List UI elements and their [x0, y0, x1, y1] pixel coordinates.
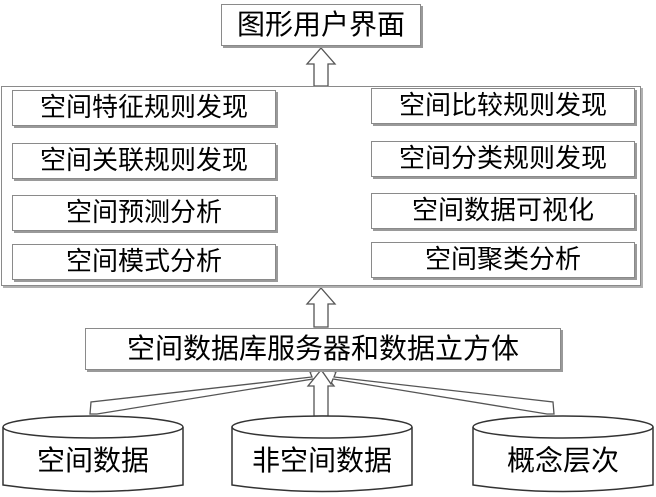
- gui-box: 图形用户界面: [221, 4, 421, 46]
- func-spatial-association-rules: 空间关联规则发现: [12, 143, 276, 179]
- func-spatial-data-visualization: 空间数据可视化: [371, 193, 635, 229]
- func-spatial-characteristic-rules: 空间特征规则发现: [12, 90, 276, 126]
- source-label-nonspatial-data: 非空间数据: [251, 444, 392, 477]
- cylinder-spatial-data: [2, 415, 184, 493]
- func-spatial-pattern: 空间模式分析: [12, 244, 276, 280]
- cylinder-concept-hierarchy: [472, 415, 654, 493]
- arrow-to-panel: [305, 287, 337, 328]
- arrow-to-gui: [305, 47, 337, 87]
- source-label-concept-hierarchy: 概念层次: [506, 444, 619, 477]
- source-label-spatial-data: 空间数据: [36, 444, 149, 477]
- arrow-from-concept-hierarchy: [318, 366, 555, 415]
- func-spatial-clustering: 空间聚类分析: [371, 242, 635, 278]
- func-spatial-classification-rules: 空间分类规则发现: [371, 141, 635, 177]
- spatial-db-server-box: 空间数据库服务器和数据立方体: [85, 328, 561, 370]
- func-spatial-prediction: 空间预测分析: [12, 195, 276, 231]
- func-spatial-comparison-rules: 空间比较规则发现: [371, 88, 635, 124]
- arrow-from-spatial-data: [89, 366, 328, 415]
- cylinder-nonspatial-data: [231, 415, 413, 493]
